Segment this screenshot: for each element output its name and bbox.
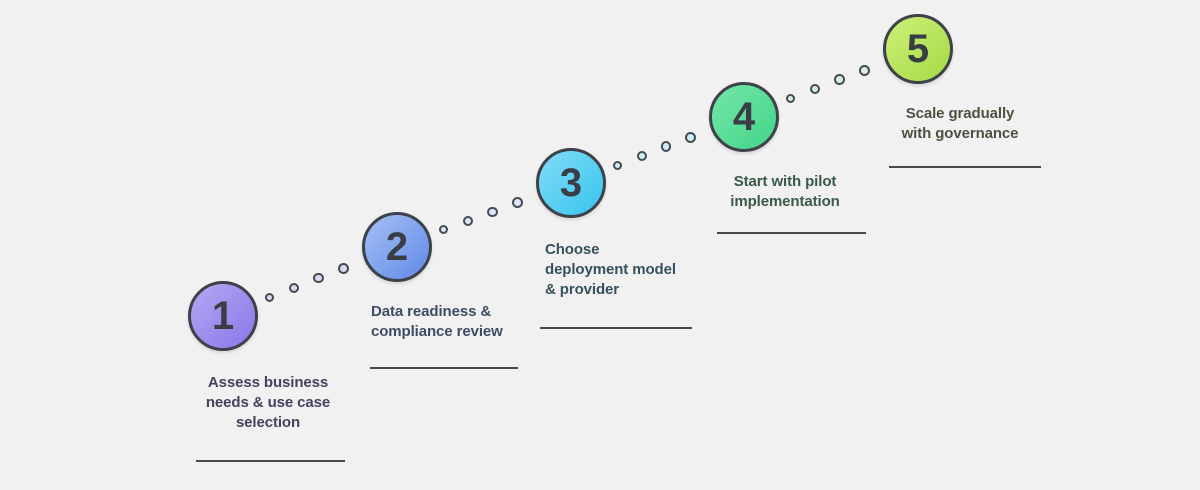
connector-3-4-dot xyxy=(660,141,672,152)
connector-3-4-dot xyxy=(613,160,623,170)
step-label-line: with governance xyxy=(901,125,1019,142)
connector-2-3-dot xyxy=(487,206,498,218)
step-2-label: Data readiness & compliance review xyxy=(371,302,541,342)
step-5-underline xyxy=(889,166,1041,168)
step-5-circle: 5 xyxy=(883,14,953,84)
step-3-underline xyxy=(540,327,692,329)
step-1-circle: 1 xyxy=(188,281,258,351)
step-3-circle: 3 xyxy=(536,148,606,218)
connector-4-5-dot xyxy=(858,64,870,76)
connector-1-2-dot xyxy=(265,292,275,302)
step-1-label: Assess business needs & use case selection xyxy=(185,373,351,433)
step-2-underline xyxy=(370,367,518,369)
connector-3-4-dot xyxy=(684,131,696,143)
step-4-circle: 4 xyxy=(709,82,779,152)
connector-3-4-dot xyxy=(636,150,647,161)
connector-1-2-dot xyxy=(289,282,300,293)
step-2-circle: 2 xyxy=(362,212,432,282)
connector-1-2-dot xyxy=(337,262,349,274)
connector-2-3-dot xyxy=(439,225,449,235)
step-label-line: selection xyxy=(235,414,301,431)
connector-4-5-dot xyxy=(834,74,845,85)
step-label-line: Choose xyxy=(545,241,600,258)
connector-2-3-dot xyxy=(463,215,474,226)
step-number: 4 xyxy=(732,94,756,139)
step-label-line: Data readiness & xyxy=(371,303,492,320)
step-1-underline xyxy=(196,460,345,462)
step-5-label: Scale gradually with governance xyxy=(873,104,1047,144)
step-label-line: compliance review xyxy=(371,323,503,340)
connector-1-2-dot xyxy=(313,272,324,284)
step-4-underline xyxy=(717,232,866,234)
step-label-line: implementation xyxy=(730,193,840,210)
connector-2-3-dot xyxy=(511,197,523,209)
step-label-line: & provider xyxy=(545,281,620,298)
connector-4-5-dot xyxy=(786,94,796,104)
step-number: 3 xyxy=(559,160,583,205)
step-label-line: needs & use case xyxy=(205,394,331,411)
connector-4-5-dot xyxy=(810,84,821,95)
step-4-label: Start with pilot implementation xyxy=(700,172,870,212)
step-label-line: Start with pilot xyxy=(733,173,837,190)
step-label-line: Assess business xyxy=(207,374,329,391)
step-3-label: Choose deployment model & provider xyxy=(545,240,715,300)
step-number: 2 xyxy=(385,224,409,269)
step-number: 5 xyxy=(906,26,930,71)
step-label-line: Scale gradually xyxy=(905,105,1015,122)
step-number: 1 xyxy=(211,293,235,338)
step-label-line: deployment model xyxy=(545,261,676,278)
